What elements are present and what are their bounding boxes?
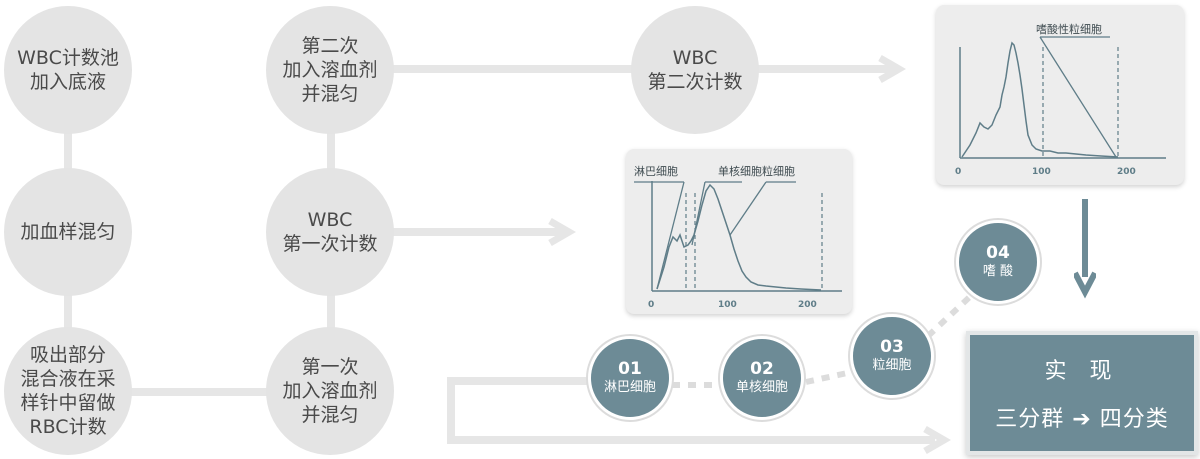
- step-node-first-lysis: 第一次 加入溶血剂 并混匀: [266, 327, 394, 455]
- histogram-label-gran: 粒细胞: [762, 164, 795, 178]
- result-title: 实 现: [1044, 359, 1120, 384]
- node-text-line: 加入溶血剂: [282, 59, 378, 81]
- step-badge-granulocyte: 03 粒细胞: [850, 314, 934, 398]
- step-badge-number: 04: [986, 243, 1010, 263]
- connector-bottom-arrowhead: [923, 425, 951, 455]
- step-node-wbc-chamber: WBC计数池 加入底液: [4, 6, 132, 134]
- node-text-line: RBC计数: [29, 416, 107, 438]
- result-box: 实 现 三分群 ➔ 四分类: [966, 331, 1198, 455]
- label-pointer: [1039, 36, 1117, 158]
- node-text-line: 样针中留做: [20, 392, 116, 414]
- x-tick-label: 100: [1032, 167, 1051, 177]
- node-text-line: WBC计数池: [17, 47, 119, 69]
- histogram-label-mono: 单核细胞: [718, 164, 762, 178]
- node-text-line: 加入溶血剂: [282, 380, 378, 402]
- node-text-line: 并混匀: [301, 83, 359, 105]
- step-badge-label: 嗜 酸: [982, 264, 1014, 279]
- label-pointer: [729, 181, 767, 236]
- step-badge-number: 03: [880, 337, 904, 357]
- arrow-down-icon: [1074, 199, 1096, 299]
- connector-bottom-path: [447, 377, 935, 444]
- node-text-line: 加入底液: [29, 71, 106, 93]
- step-node-add-blood: 加血样混匀: [4, 168, 132, 296]
- step-badge-label: 单核细胞: [735, 380, 788, 395]
- step-link-2-3: [805, 369, 853, 385]
- node-text-line: 加血样混匀: [20, 221, 116, 243]
- step-node-wbc-first-count: WBC 第一次计数: [266, 168, 394, 296]
- connector-top-arrowhead: [878, 54, 906, 84]
- histogram-second-svg: 嗜酸性粒细胞 0 100 200: [955, 22, 1166, 177]
- step-node-wbc-second-count: WBC 第二次计数: [631, 6, 759, 134]
- histogram-second-count: 嗜酸性粒细胞 0 100 200: [936, 5, 1184, 185]
- node-text-line: 第二次: [301, 35, 359, 57]
- step-badge-number: 01: [618, 359, 642, 379]
- node-text-line: 第一次: [301, 356, 359, 378]
- x-tick-label: 0: [648, 300, 654, 310]
- step-badge-label: 淋巴细胞: [603, 380, 656, 395]
- node-text-line: 混合液在采: [20, 368, 116, 390]
- node-text-line: WBC: [307, 209, 353, 231]
- histogram-first-svg: 淋巴细胞 单核细胞 粒细胞 0 100 200: [634, 164, 842, 310]
- node-text-line: 第二次计数: [647, 71, 743, 93]
- step-node-second-lysis: 第二次 加入溶血剂 并混匀: [266, 6, 394, 134]
- histogram-label-lymph: 淋巴细胞: [634, 165, 678, 178]
- step-badge-lymphocyte: 01 淋巴细胞: [588, 336, 672, 420]
- step-badge-number: 02: [750, 359, 774, 379]
- histogram-label-eos: 嗜酸性粒细胞: [1036, 22, 1102, 36]
- x-tick-label: 200: [1117, 167, 1136, 177]
- result-subtitle: 三分群 ➔ 四分类: [995, 407, 1169, 432]
- node-text-line: 并混匀: [301, 404, 359, 426]
- x-tick-label: 200: [798, 300, 817, 310]
- node-text-line: 第一次计数: [282, 233, 378, 255]
- x-tick-label: 100: [718, 300, 737, 310]
- label-pointer: [691, 181, 706, 246]
- node-text-line: 吸出部分: [29, 344, 106, 366]
- step-link-3-4: [925, 289, 978, 339]
- distribution-curve: [961, 41, 1119, 158]
- label-pointer: [656, 181, 685, 290]
- connector-mid-arrowhead: [548, 217, 576, 247]
- step-badge-monocyte: 02 单核细胞: [720, 336, 804, 420]
- distribution-curve: [656, 183, 822, 291]
- step-badge-label: 粒细胞: [872, 358, 912, 373]
- histogram-first-count: 淋巴细胞 单核细胞 粒细胞 0 100 200: [626, 149, 852, 314]
- x-tick-label: 0: [955, 167, 961, 177]
- step-node-rbc-reserve: 吸出部分 混合液在采 样针中留做 RBC计数: [4, 327, 132, 455]
- step-badge-eosinophil: 04 嗜 酸: [956, 220, 1040, 304]
- node-text-line: WBC: [672, 47, 718, 69]
